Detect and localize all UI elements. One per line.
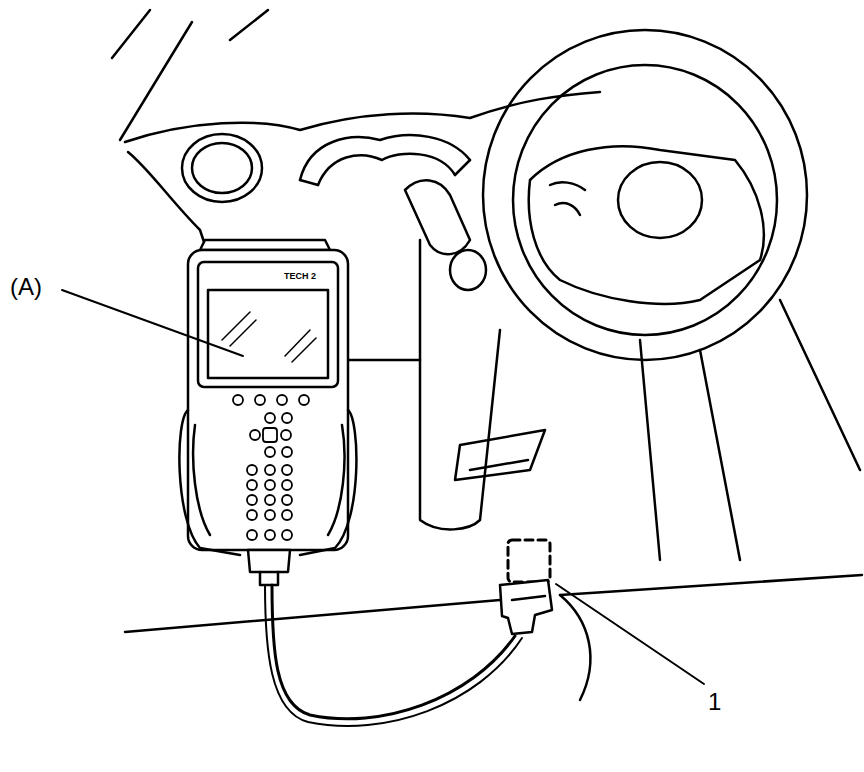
tool-top-clip bbox=[200, 240, 330, 250]
scan-tool-body bbox=[188, 250, 348, 550]
lower-panel bbox=[470, 460, 528, 470]
steering-wheel bbox=[483, 30, 807, 360]
floor-line bbox=[125, 575, 862, 632]
pillar-line bbox=[230, 10, 268, 40]
air-vent bbox=[192, 143, 252, 193]
device-brand-text: TECH 2 bbox=[284, 272, 316, 281]
tool-plug bbox=[500, 580, 552, 634]
pillar-line bbox=[120, 22, 192, 140]
tool-keypad bbox=[233, 395, 309, 540]
tool-bezel bbox=[198, 262, 338, 387]
dash-panel-line bbox=[345, 359, 420, 362]
airbag-pad bbox=[618, 162, 702, 238]
wheel-emblem bbox=[550, 182, 585, 215]
trim-line bbox=[560, 595, 590, 700]
column-lever bbox=[405, 180, 470, 254]
tool-grip bbox=[193, 425, 344, 535]
tool-screen bbox=[208, 290, 328, 378]
tool-connector bbox=[260, 572, 278, 585]
steering-column bbox=[420, 240, 500, 529]
steering-wheel bbox=[513, 65, 777, 335]
tool-connector bbox=[248, 550, 290, 572]
part-label: (A) bbox=[10, 275, 42, 299]
tool-plug bbox=[512, 596, 545, 600]
tool-grip bbox=[179, 410, 356, 555]
leader-line bbox=[62, 290, 243, 356]
callout-number: 1 bbox=[708, 690, 721, 714]
steering-hub bbox=[529, 146, 764, 304]
lower-panel bbox=[455, 430, 545, 480]
dash-contour bbox=[128, 152, 205, 245]
pillar-line bbox=[112, 10, 150, 58]
tool-cable bbox=[272, 585, 515, 719]
tool-cable bbox=[265, 585, 522, 726]
column-boss bbox=[450, 250, 486, 290]
leader-line bbox=[556, 584, 704, 684]
column-shroud bbox=[640, 300, 860, 560]
data-link-connector bbox=[508, 540, 550, 582]
cluster-hood bbox=[300, 160, 470, 185]
air-vent bbox=[182, 134, 262, 202]
